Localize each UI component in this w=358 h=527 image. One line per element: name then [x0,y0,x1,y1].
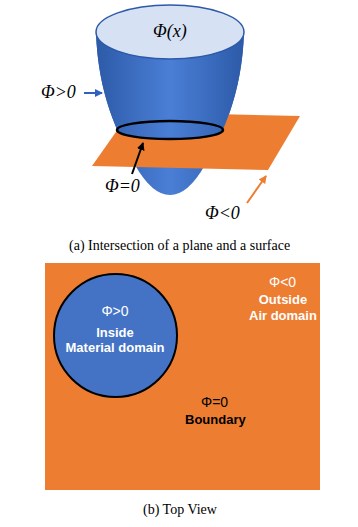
boundary-label: Boundary [185,412,246,428]
region-label: Φ>0 [101,303,128,319]
leader-arrow [247,176,266,203]
subfigure-caption: (b) Top View [143,502,217,519]
function-label: Φ(x) [153,21,187,43]
material-domain-circle: Φ>0Inside Material domain [53,273,178,398]
region-name: Outside Air domain [249,292,317,323]
air-domain-region: Φ<0Outside Air domain Φ>0Inside Material … [45,263,320,490]
region-name: Inside Material domain [66,325,165,355]
subfigure-caption: (a) Intersection of a plane and a surfac… [69,238,290,255]
cone-top [96,5,244,59]
region-label: Φ>0 [41,82,76,104]
boundary-label: Φ=0 [105,176,140,198]
zero-level-curve [117,121,223,139]
boundary-label: Φ=0 [201,394,228,411]
region-label: Φ<0 [205,203,240,225]
region-label: Φ<0 [269,274,296,291]
leader-arrow [132,143,143,174]
leader-arrow [84,92,102,94]
